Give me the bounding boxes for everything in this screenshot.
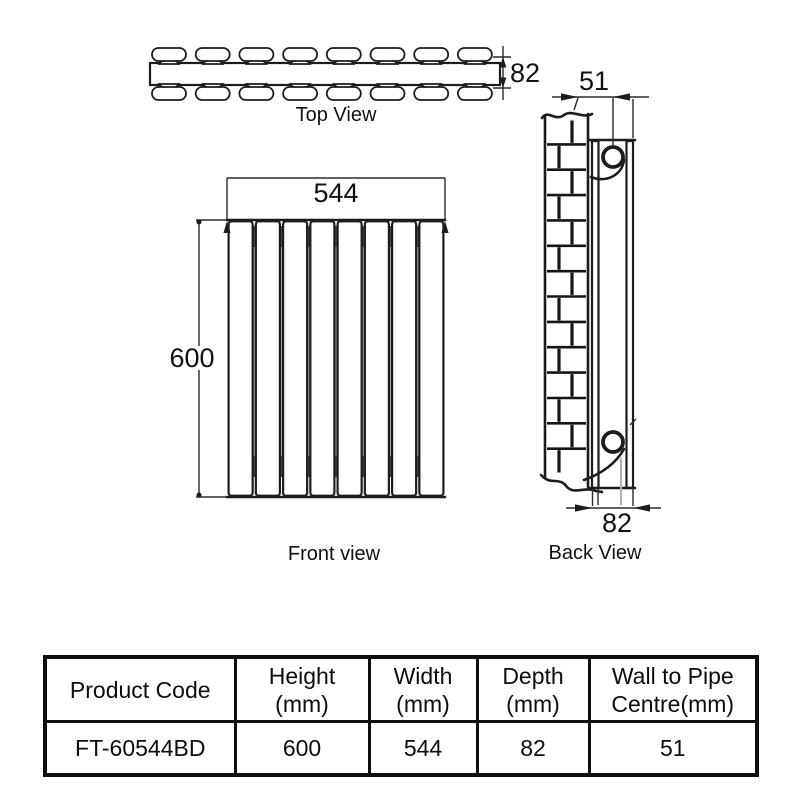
header-height: Height (mm) — [233, 655, 371, 723]
header-text: Wall to Pipe — [611, 662, 734, 689]
back-depth-dim: 82 — [602, 508, 632, 538]
top-pipe-connection — [601, 145, 625, 169]
table-row: FT-60544BD 600 544 82 51 — [43, 720, 759, 777]
header-text: (mm) — [275, 690, 329, 717]
header-text: (mm) — [506, 690, 560, 717]
header-width: Width (mm) — [367, 655, 479, 723]
cell-depth: 82 — [475, 720, 591, 777]
technical-drawing: 82 Top View 544 600 Front view — [148, 46, 661, 565]
top-view-depth-dim: 82 — [510, 58, 540, 88]
cell-width: 544 — [367, 720, 479, 777]
header-text: Product Code — [69, 676, 211, 703]
wall-section — [539, 111, 604, 494]
top-bracket — [589, 158, 626, 181]
header-text: Centre(mm) — [611, 690, 735, 717]
front-view-label: Front view — [288, 543, 381, 565]
front-view: 544 600 Front view — [169, 177, 449, 565]
header-wall-to-pipe-centre: Wall to Pipe Centre(mm) — [587, 655, 759, 723]
back-depth-dimension: 82 — [566, 458, 661, 538]
wall-break-bottom — [539, 473, 604, 494]
product-table: Product Code Height (mm) Width (mm) Dept… — [43, 655, 759, 777]
top-depth-dimension: 82 — [493, 46, 540, 100]
bottom-bracket — [582, 447, 626, 482]
wall-break-top — [540, 111, 594, 120]
cell-wall-to-pipe: 51 — [587, 720, 759, 777]
back-view-label: Back View — [548, 542, 642, 564]
back-wall-to-pipe-dim: 51 — [579, 66, 609, 96]
bottom-pipe-connection — [601, 430, 625, 454]
top-view-fins — [151, 47, 493, 101]
table-header-row: Product Code Height (mm) Width (mm) Dept… — [43, 655, 759, 723]
front-height-dim: 600 — [169, 343, 214, 373]
front-width-dimension: 544 — [223, 177, 449, 233]
top-view: 82 Top View — [148, 46, 540, 126]
cell-height: 600 — [233, 720, 371, 777]
back-view: 51 82 Back View — [539, 66, 661, 564]
top-view-core-bar — [148, 61, 502, 87]
header-text: (mm) — [396, 690, 450, 717]
radiator-side-section — [582, 138, 637, 490]
cell-product-code: FT-60544BD — [43, 720, 237, 777]
wall-to-pipe-dimension: 51 — [552, 66, 649, 146]
front-height-dimension: 600 — [169, 219, 227, 498]
brick-pattern — [547, 120, 586, 473]
header-text: Height — [268, 662, 336, 689]
front-width-dim: 544 — [313, 178, 358, 208]
top-view-label: Top View — [296, 104, 377, 126]
header-text: Width — [393, 662, 453, 689]
header-depth: Depth (mm) — [475, 655, 591, 723]
front-panel-gaps — [253, 226, 419, 477]
header-product-code: Product Code — [43, 655, 237, 723]
header-text: Depth — [502, 662, 564, 689]
